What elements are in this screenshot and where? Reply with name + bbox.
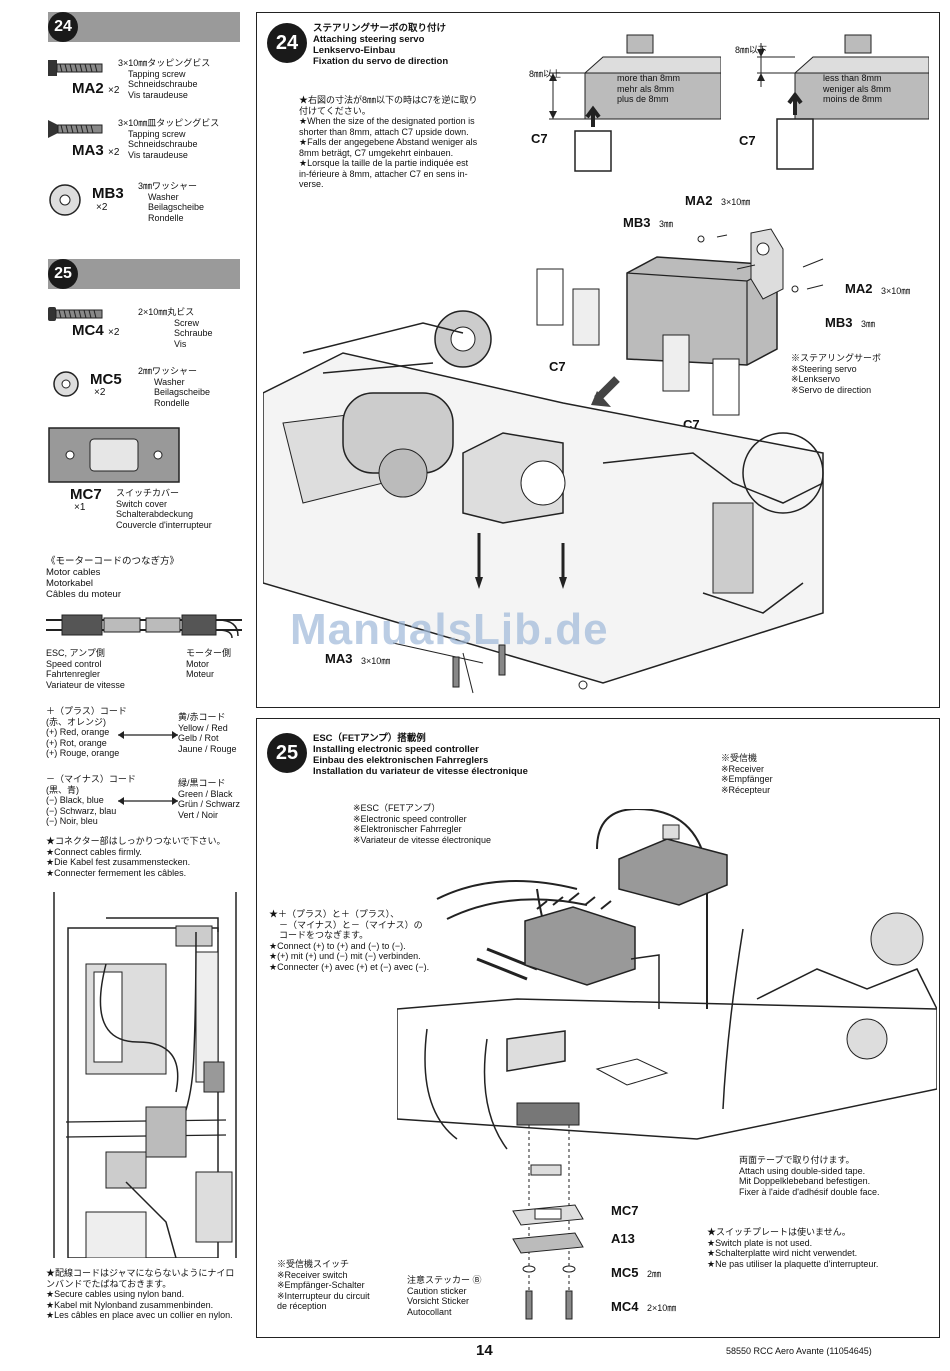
callout-ma2-top-size: 3×10㎜ xyxy=(721,197,751,207)
steering-servo-label: ※ステアリングサーボ ※Steering servo ※Lenkservo ※S… xyxy=(791,353,882,395)
step25-number-badge: 25 xyxy=(48,259,78,289)
callout-mc5-size: 2㎜ xyxy=(647,1269,662,1279)
step25-panel: 25 ESC（FETアンプ）搭載例 Installing electronic … xyxy=(256,718,940,1338)
plus-cord-label: ＋（プラス）コード (赤、オレンジ) (+) Red, orange (+) R… xyxy=(46,706,127,758)
dim-left-label: 8㎜以上 xyxy=(529,69,562,79)
step24-panel: 24 ステアリングサーボの取り付け Attaching steering ser… xyxy=(256,12,940,708)
part-desc-mc5: 2㎜ワッシャー Washer Beilagscheibe Rondelle xyxy=(138,366,211,408)
part-qty-mc7: ×1 xyxy=(74,502,86,513)
callout-mc5: MC5 xyxy=(611,1265,639,1280)
part-code-mc5: MC5 xyxy=(90,371,122,388)
callout-ma2-top: MA2 xyxy=(685,193,713,208)
watermark: ManualsLib.de xyxy=(290,605,609,654)
part-desc-mb3: 3㎜ワッシャー Washer Beilagscheibe Rondelle xyxy=(138,181,205,223)
tapping-screw-icon xyxy=(48,60,103,76)
part-code-mc7: MC7 xyxy=(70,486,102,503)
part-qty-mb3: ×2 xyxy=(96,202,108,213)
callout-mc4: MC4 xyxy=(611,1299,639,1314)
motor-cable-connector-diagram xyxy=(46,614,242,639)
chassis-illustration-step24 xyxy=(263,310,824,694)
motor-cables-heading: 《モーターコードのつなぎ方》 Motor cables Motorkabel C… xyxy=(46,556,180,600)
part-qty-mc5: ×2 xyxy=(94,387,106,398)
caution-sticker-label: 注意ステッカー Ⓑ Caution sticker Vorsicht Stick… xyxy=(407,1275,482,1317)
receiver-switch-label: ※受信機スイッチ ※Receiver switch ※Empfänger-Sch… xyxy=(277,1259,370,1311)
part-desc-mc7: スイッチカバー Switch cover Schalterabdeckung C… xyxy=(116,488,212,530)
switch-plate-note: ★スイッチプレートは使いません。 ★Switch plate is not us… xyxy=(707,1227,879,1269)
part-desc-ma3: 3×10㎜皿タッピングビス Tapping screw Schneidschra… xyxy=(118,118,220,160)
callout-ma3: MA3 xyxy=(325,651,353,666)
motor-side-label: モーター側 Motor Moteur xyxy=(186,648,232,679)
dimension-diagram-less-than-8mm xyxy=(757,34,929,170)
nylon-band-note: ★配線コードはジャマにならないようにナイロンバンドでたばねておきます。 ★Sec… xyxy=(46,1268,235,1320)
page-number: 14 xyxy=(476,1342,493,1359)
dimension-diagram-more-than-8mm xyxy=(549,34,721,172)
cable-routing-illustration xyxy=(53,892,237,1258)
part-code-ma3: MA3 xyxy=(72,142,104,159)
callout-mb3-right: MB3 xyxy=(825,315,853,330)
step25-title: ESC（FETアンプ）搭載例 Installing electronic spe… xyxy=(313,733,528,777)
callout-ma2-right: MA2 xyxy=(845,281,873,296)
connect-firmly-note: ★コネクター部はしっかりつないで下さい。 ★Connect cables fir… xyxy=(46,836,226,878)
dim-left-desc: more than 8mm mehr als 8mm plus de 8mm xyxy=(617,73,681,104)
switch-cover-icon xyxy=(48,427,180,483)
dim-right-c7-label: C7 xyxy=(739,133,756,148)
part-desc-ma2: 3×10㎜タッピングビス Tapping screw Schneidschrau… xyxy=(118,58,211,100)
callout-mc4-size: 2×10㎜ xyxy=(647,1303,677,1313)
callout-a13: A13 xyxy=(611,1231,635,1246)
minus-connect-arrow xyxy=(118,797,178,805)
esc-installation-illustration xyxy=(397,809,937,1150)
step24-c7-note: ★右図の寸法が8㎜以下の時はC7を逆に取り 付けてください。 ★When the… xyxy=(299,95,478,189)
esc-side-label: ESC, アンプ側 Speed control Fahrtenregler Va… xyxy=(46,648,125,690)
double-sided-tape-note: 両面テープで取り付けます。 Attach using double-sided … xyxy=(739,1155,880,1197)
minus-motor-label: 緑/黒コード Green / Black Grün / Schwarz Vert… xyxy=(178,778,241,820)
part-desc-mc4: 2×10㎜丸ビス Screw Schraube Vis xyxy=(138,307,213,349)
washer-icon xyxy=(49,184,81,216)
part-code-ma2: MA2 xyxy=(72,80,104,97)
step24-title: ステアリングサーボの取り付け Attaching steering servo … xyxy=(313,23,449,67)
callout-ma3-size: 3×10㎜ xyxy=(361,656,391,666)
part-qty-ma2: ×2 xyxy=(108,85,120,96)
callout-mb3-right-size: 3㎜ xyxy=(861,319,876,329)
washer-small-icon xyxy=(53,371,79,397)
minus-cord-label: －（マイナス）コード (黒、青) (−) Black, blue (−) Sch… xyxy=(46,774,136,826)
receiver-label: ※受信機 ※Receiver ※Empfänger ※Récepteur xyxy=(721,753,773,795)
step24-panel-badge: 24 xyxy=(267,23,307,63)
dim-left-c7-label: C7 xyxy=(531,131,548,146)
countersunk-screw-icon xyxy=(48,120,103,138)
plus-connect-arrow xyxy=(118,731,178,739)
step25-header-bar: 25 xyxy=(48,259,240,289)
callout-mb3-top: MB3 xyxy=(623,215,651,230)
part-code-mb3: MB3 xyxy=(92,185,124,202)
part-qty-ma3: ×2 xyxy=(108,147,120,158)
callout-mc7: MC7 xyxy=(611,1203,639,1218)
servo-exploded-illustration xyxy=(536,228,824,416)
screw-icon xyxy=(48,307,103,321)
dim-right-label: 8㎜以下 xyxy=(735,45,768,55)
dim-right-desc: less than 8mm weniger als 8mm moins de 8… xyxy=(823,73,892,104)
part-code-mc4: MC4 xyxy=(72,322,104,339)
plus-motor-label: 黄/赤コード Yellow / Red Gelb / Rot Jaune / R… xyxy=(178,712,237,754)
esc-label: ※ESC（FETアンプ） ※Electronic speed controlle… xyxy=(353,803,491,845)
callout-mb3-top-size: 3㎜ xyxy=(659,219,674,229)
polarity-connect-note: ★＋（プラス）と＋（プラス）、 －（マイナス）と－（マイナス）の コードをつなぎ… xyxy=(269,909,430,972)
sticker-id-badge: Ⓑ xyxy=(472,1275,482,1285)
document-id: 58550 RCC Aero Avante (11054645) xyxy=(726,1346,872,1356)
callout-c7-left: C7 xyxy=(549,359,566,374)
step24-header-bar: 24 xyxy=(48,12,240,42)
step25-panel-badge: 25 xyxy=(267,733,307,773)
callout-ma2-right-size: 3×10㎜ xyxy=(881,286,911,296)
part-qty-mc4: ×2 xyxy=(108,327,120,338)
step24-number-badge: 24 xyxy=(48,12,78,42)
switch-mount-parts-illustration xyxy=(512,1102,584,1320)
